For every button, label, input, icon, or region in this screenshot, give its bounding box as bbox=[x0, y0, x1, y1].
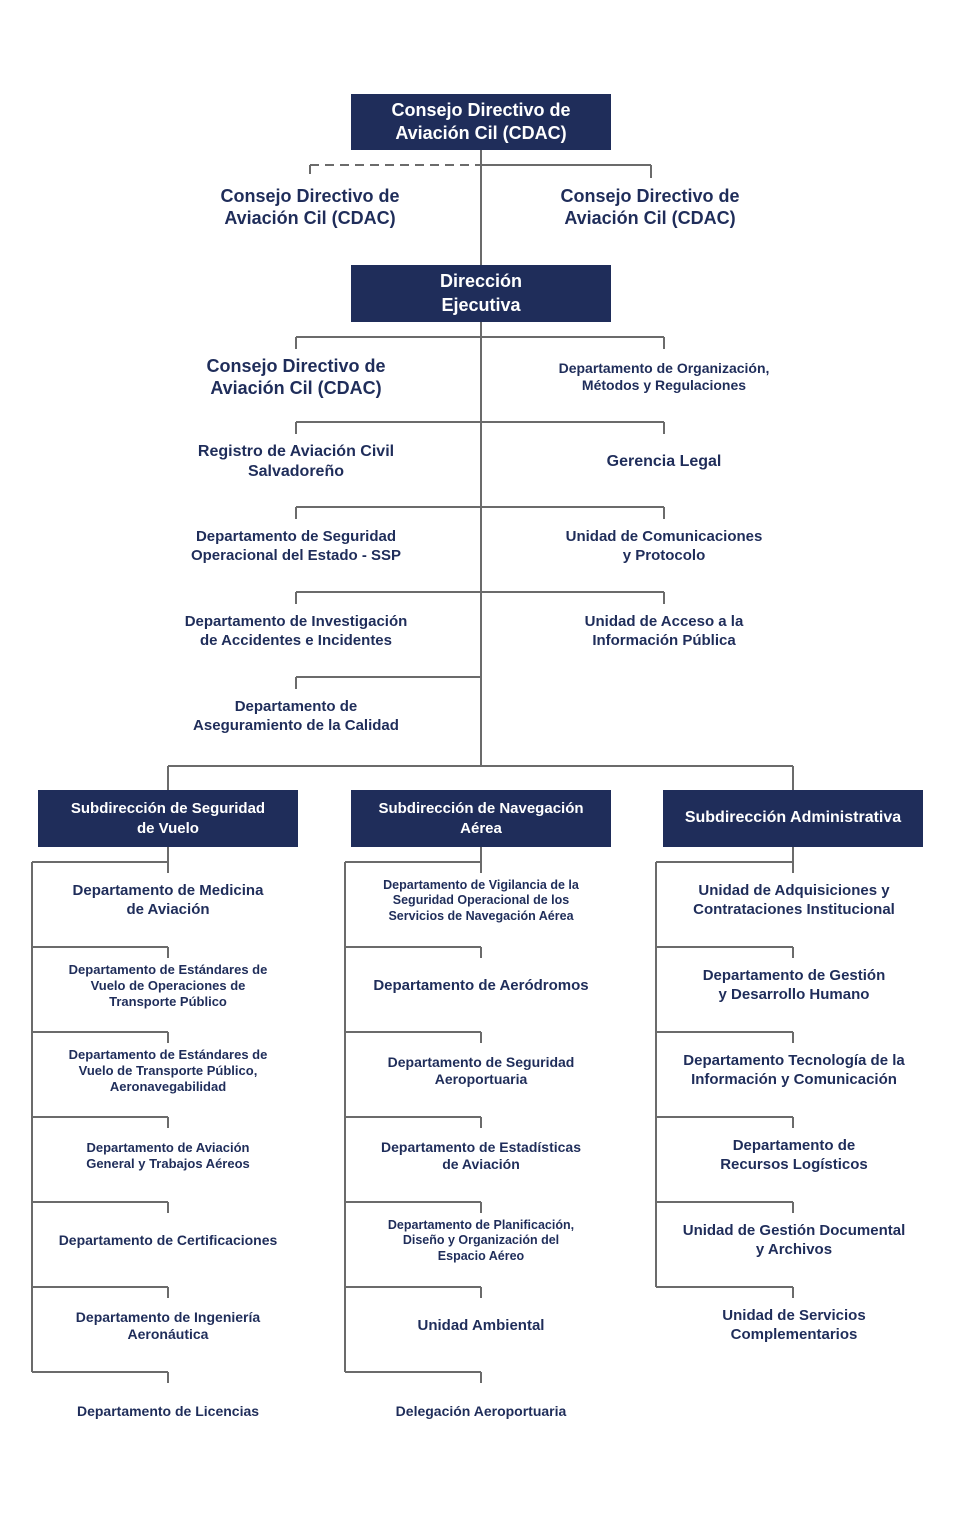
staff-right-1: Departamento de Organización, Métodos y … bbox=[558, 359, 770, 394]
advisory-right: Consejo Directivo de Aviación Cil (CDAC) bbox=[560, 185, 740, 229]
col3-unit-5: Unidad de Gestión Documental y Archivos bbox=[682, 1222, 906, 1258]
staff-left-3: Departamento de Seguridad Operacional de… bbox=[190, 528, 402, 564]
staff-left-2: Registro de Aviación Civil Salvadoreño bbox=[197, 443, 395, 480]
col3-unit-3: Departamento Tecnología de la Informació… bbox=[683, 1052, 905, 1088]
subdir-air-navigation-box: Subdirección de Navegación Aérea bbox=[351, 790, 611, 847]
col2-unit-7: Delegación Aeroportuaria bbox=[395, 1403, 567, 1420]
col1-unit-6: Departamento de Ingeniería Aeronáutica bbox=[75, 1308, 261, 1343]
col1-unit-1: Departamento de Medicina de Aviación bbox=[72, 882, 264, 918]
col2-unit-3: Departamento de Seguridad Aeroportuaria bbox=[387, 1053, 575, 1088]
subdir-flight-safety-box: Subdirección de Seguridad de Vuelo bbox=[38, 790, 298, 847]
staff-right-4: Unidad de Acceso a la Información Públic… bbox=[584, 613, 744, 649]
staff-right-2: Gerencia Legal bbox=[606, 453, 722, 470]
board-box: Consejo Directivo de Aviación Cil (CDAC) bbox=[351, 94, 611, 150]
staff-left-5: Departamento de Aseguramiento de la Cali… bbox=[193, 698, 399, 734]
advisory-left: Consejo Directivo de Aviación Cil (CDAC) bbox=[220, 185, 400, 229]
col2-unit-2: Departamento de Aeródromos bbox=[373, 976, 589, 994]
col1-unit-5: Departamento de Certificaciones bbox=[58, 1232, 278, 1249]
col3-unit-6: Unidad de Servicios Complementarios bbox=[722, 1307, 866, 1343]
staff-right-3: Unidad de Comunicaciones y Protocolo bbox=[565, 528, 763, 564]
col1-unit-7: Departamento de Licencias bbox=[76, 1403, 260, 1420]
executive-box: Dirección Ejecutiva bbox=[351, 265, 611, 322]
col2-unit-6: Unidad Ambiental bbox=[417, 1316, 545, 1334]
col3-unit-2: Departamento de Gestión y Desarrollo Hum… bbox=[702, 967, 886, 1003]
col1-unit-4: Departamento de Aviación General y Traba… bbox=[86, 1139, 250, 1171]
board-title: Consejo Directivo de Aviación Cil (CDAC) bbox=[391, 99, 571, 143]
subdir-administrative-box: Subdirección Administrativa bbox=[663, 790, 923, 847]
col2-unit-5: Departamento de Planificación, Diseño y … bbox=[387, 1217, 575, 1263]
executive-title: Dirección Ejecutiva bbox=[439, 271, 523, 315]
staff-left-1: Consejo Directivo de Aviación Cil (CDAC) bbox=[206, 355, 386, 399]
col2-unit-1: Departamento de Vigilancia de la Segurid… bbox=[383, 877, 579, 923]
col1-unit-2: Departamento de Estándares de Vuelo de O… bbox=[68, 961, 268, 1010]
col1-unit-3: Departamento de Estándares de Vuelo de T… bbox=[68, 1046, 268, 1095]
col3-unit-4: Departamento de Recursos Logísticos bbox=[720, 1137, 868, 1173]
col2-unit-4: Departamento de Estadísticas de Aviación bbox=[381, 1138, 581, 1173]
col3-unit-1: Unidad de Adquisiciones y Contrataciones… bbox=[693, 882, 895, 918]
staff-left-4: Departamento de Investigación de Acciden… bbox=[184, 613, 408, 649]
